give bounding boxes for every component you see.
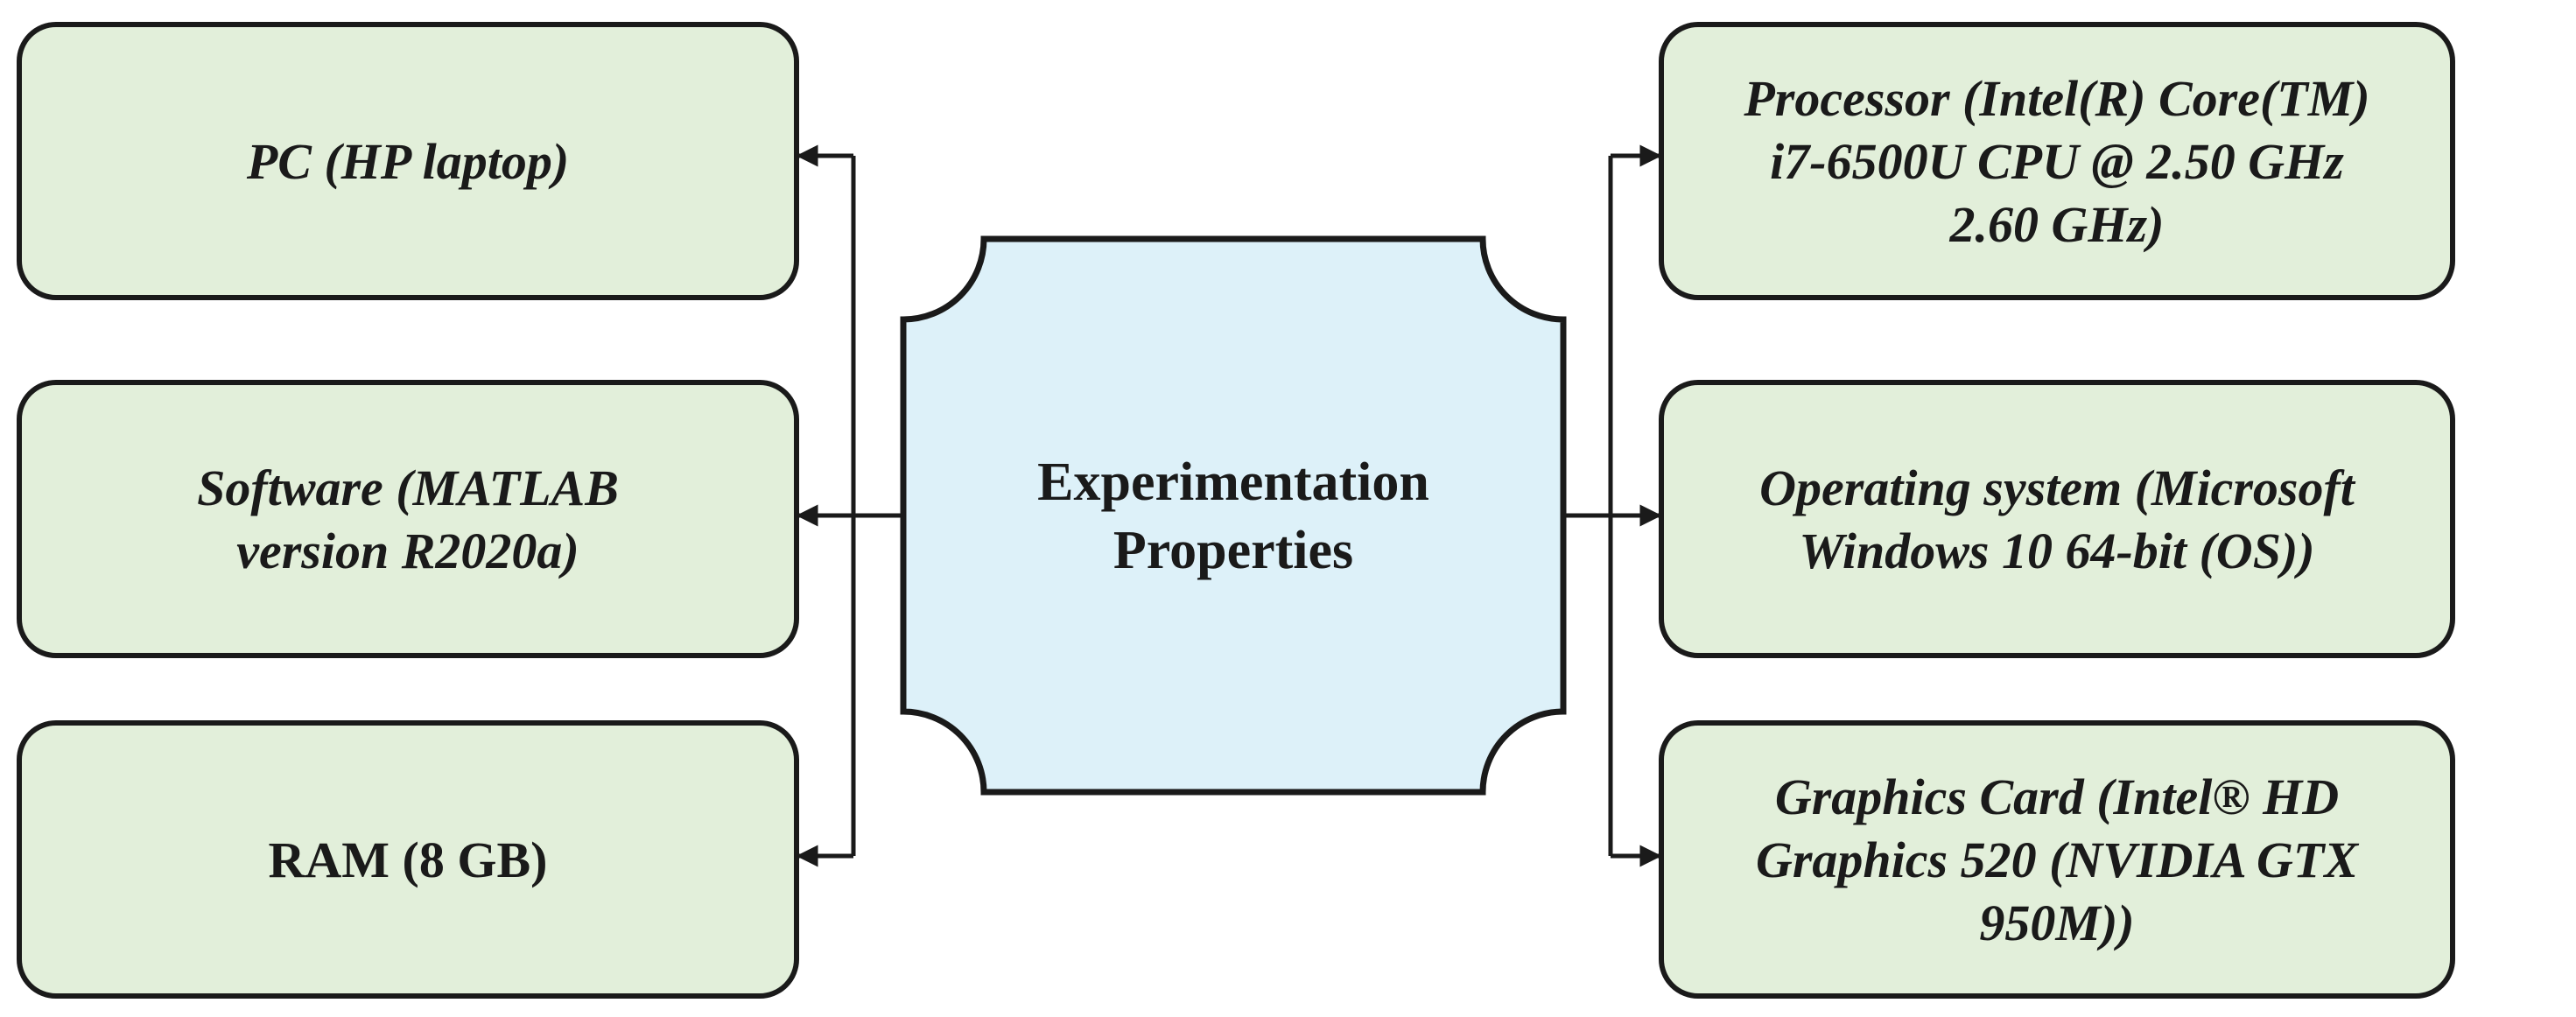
property-box-text: version R2020a) [236, 523, 579, 579]
property-box-ram: RAM (8 GB) [17, 720, 799, 999]
property-box-text: 950M)) [1979, 894, 2134, 951]
center-node-label: Properties [1113, 521, 1353, 580]
property-box-frame [1659, 380, 2455, 658]
property-box-text: 2.60 GHz) [1949, 196, 2165, 253]
property-box-graphics: Graphics Card (Intel® HD Graphics 520 (NV… [1659, 720, 2455, 999]
property-box-text: Software (MATLAB [197, 459, 619, 516]
property-box-text: Graphics 520 (NVIDIA GTX [1756, 831, 2359, 888]
property-box-text: Graphics Card (Intel® HD [1775, 768, 2339, 825]
center-node-label: Experimentation [1037, 452, 1429, 512]
property-box-text: RAM (8 GB) [269, 831, 548, 888]
connector-lines [796, 144, 1662, 867]
property-box-text: i7-6500U CPU @ 2.50 GHz [1770, 133, 2344, 190]
property-boxes: PC (HP laptop) Software (MATLAB version R2… [17, 22, 2455, 999]
property-box-pc: PC (HP laptop) [17, 22, 799, 300]
property-box-text: Processor (Intel(R) Core(TM) [1743, 70, 2369, 127]
property-box-processor: Processor (Intel(R) Core(TM) i7-6500U CPU… [1659, 22, 2455, 300]
property-box-text: Windows 10 64-bit (OS)) [1799, 523, 2314, 579]
center-node-shape [900, 235, 1567, 796]
property-box-text: PC (HP laptop) [246, 133, 569, 190]
property-box-text: Operating system (Microsoft [1759, 459, 2356, 516]
property-box-frame [1659, 22, 2455, 300]
property-box-software: Software (MATLAB version R2020a) [17, 380, 799, 658]
property-box-frame [17, 380, 799, 658]
property-box-frame [1659, 720, 2455, 999]
property-box-frame [17, 22, 799, 300]
property-box-frame [17, 720, 799, 999]
